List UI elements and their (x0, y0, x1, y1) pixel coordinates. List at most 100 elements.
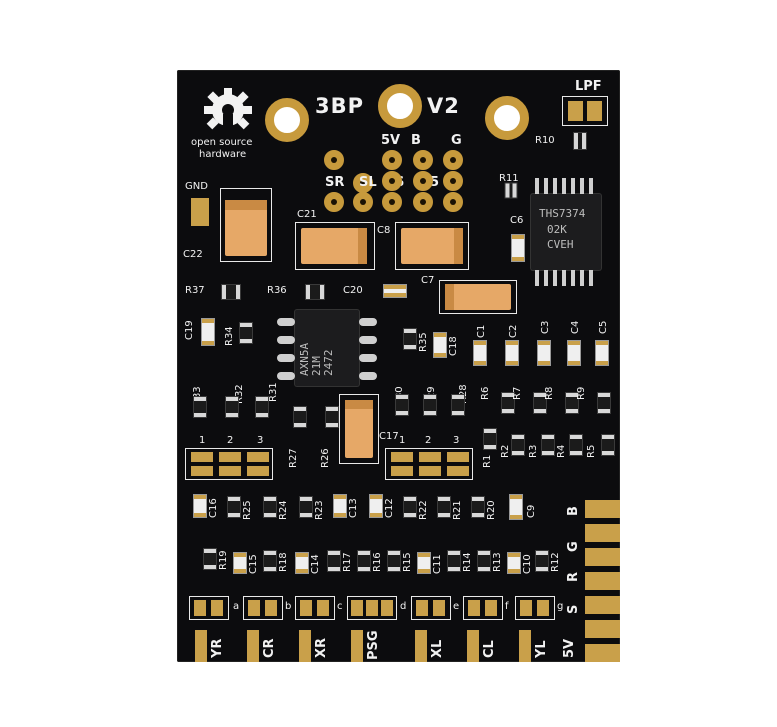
resistor-r33 (193, 396, 207, 418)
label-r35: R35 (418, 332, 429, 352)
channel-letter: f (505, 601, 509, 612)
output-pad-xr (299, 630, 311, 662)
chip-pin (544, 178, 548, 194)
label-c16: C16 (208, 498, 219, 518)
channel-letter: c (337, 601, 343, 612)
output-pad-cl (467, 630, 479, 662)
chip-pin (277, 354, 295, 362)
capacitor-c3 (537, 340, 551, 366)
bottom-label-cr: CR (262, 638, 277, 658)
jumper-pad (191, 452, 213, 462)
capacitor-c10 (507, 552, 521, 574)
label-r3: R3 (528, 444, 539, 458)
resistor-r13 (477, 550, 491, 572)
jumper-pad (247, 466, 269, 476)
label-c22: C22 (183, 249, 203, 260)
capacitor-c22 (225, 200, 267, 256)
channel-letter: a (233, 601, 240, 612)
header-via (413, 171, 433, 191)
jumper-pad (391, 466, 413, 476)
label-c14: C14 (310, 554, 321, 574)
channel-pad (300, 600, 312, 616)
label-r6: R6 (480, 386, 491, 400)
channel-pad (433, 600, 445, 616)
capacitor-c4 (567, 340, 581, 366)
lpf-outline (562, 96, 608, 126)
label-c10: C10 (522, 554, 533, 574)
logo-text-line2: hardware (199, 149, 247, 160)
jumper-pad (447, 452, 469, 462)
channel-pad (194, 600, 206, 616)
resistor-r24 (263, 496, 277, 518)
jumper-number: 1 (199, 435, 206, 446)
capacitor-c17 (345, 400, 373, 458)
header-via (382, 192, 402, 212)
resistor-r20 (471, 496, 485, 518)
resistor-r22 (403, 496, 417, 518)
channel-letter: g (557, 601, 564, 612)
output-pad-cr (247, 630, 259, 662)
capacitor-c1 (473, 340, 487, 366)
label-c11: C11 (432, 554, 443, 574)
label-c18: C18 (448, 336, 459, 356)
channel-pad-outline (295, 596, 335, 620)
jumper-pad (219, 466, 241, 476)
mounting-hole-right (485, 96, 529, 140)
resistor-r15 (387, 550, 401, 572)
label-r36: R36 (267, 285, 287, 296)
resistor-r3 (541, 434, 555, 456)
chip-pin (580, 270, 584, 286)
resistor-r29 (423, 394, 437, 416)
jumper-pad (219, 452, 241, 462)
channel-pad-outline (463, 596, 503, 620)
opamp-chip-line2: 21M (310, 356, 323, 376)
label-r15: R15 (402, 552, 413, 572)
dac-chip-line2: 02K (547, 223, 567, 236)
header-label-sl: SL (359, 175, 377, 190)
edge-label-b: B (566, 506, 581, 516)
lpf-pad-2 (587, 101, 602, 121)
capacitor-c2 (505, 340, 519, 366)
header-via (413, 192, 433, 212)
header-via (324, 150, 344, 170)
label-r25: R25 (242, 500, 253, 520)
jumper-pad (391, 452, 413, 462)
capacitor-c15 (233, 552, 247, 574)
resistor-r37 (221, 284, 241, 300)
channel-pad-outline (515, 596, 555, 620)
edge-pad-5v (585, 644, 620, 662)
chip-pin (277, 372, 295, 380)
channel-pad-outline (347, 596, 397, 620)
label-c1: C1 (476, 324, 487, 338)
channel-pad (416, 600, 428, 616)
jumper-number: 2 (227, 435, 234, 446)
capacitor-c13 (333, 494, 347, 518)
capacitor-c7 (445, 284, 511, 310)
bottom-label-xr: XR (314, 637, 329, 658)
label-r8: R8 (544, 386, 555, 400)
capacitor-c5 (595, 340, 609, 366)
channel-pad (211, 600, 223, 616)
channel-letter: e (453, 601, 460, 612)
label-r18: R18 (278, 552, 289, 572)
capacitor-c9 (509, 494, 523, 520)
resistor-r12 (535, 550, 549, 572)
channel-pad (520, 600, 532, 616)
label-r21: R21 (452, 500, 463, 520)
resistor-r4 (569, 434, 583, 456)
jumper-pad (191, 466, 213, 476)
bottom-label-yr: YR (210, 638, 225, 658)
channel-pad (317, 600, 329, 616)
capacitor-c14 (295, 552, 309, 574)
header-label-5v: 5V (381, 133, 401, 148)
label-c2: C2 (508, 324, 519, 338)
edge-pad-s (585, 596, 620, 614)
label-c15: C15 (248, 554, 259, 574)
resistor-r26 (325, 406, 339, 428)
chip-pin (535, 178, 539, 194)
resistor-r25 (227, 496, 241, 518)
channel-pad (485, 600, 497, 616)
c21-outline (295, 222, 375, 270)
capacitor-c20 (383, 284, 407, 298)
chip-pin (359, 354, 377, 362)
